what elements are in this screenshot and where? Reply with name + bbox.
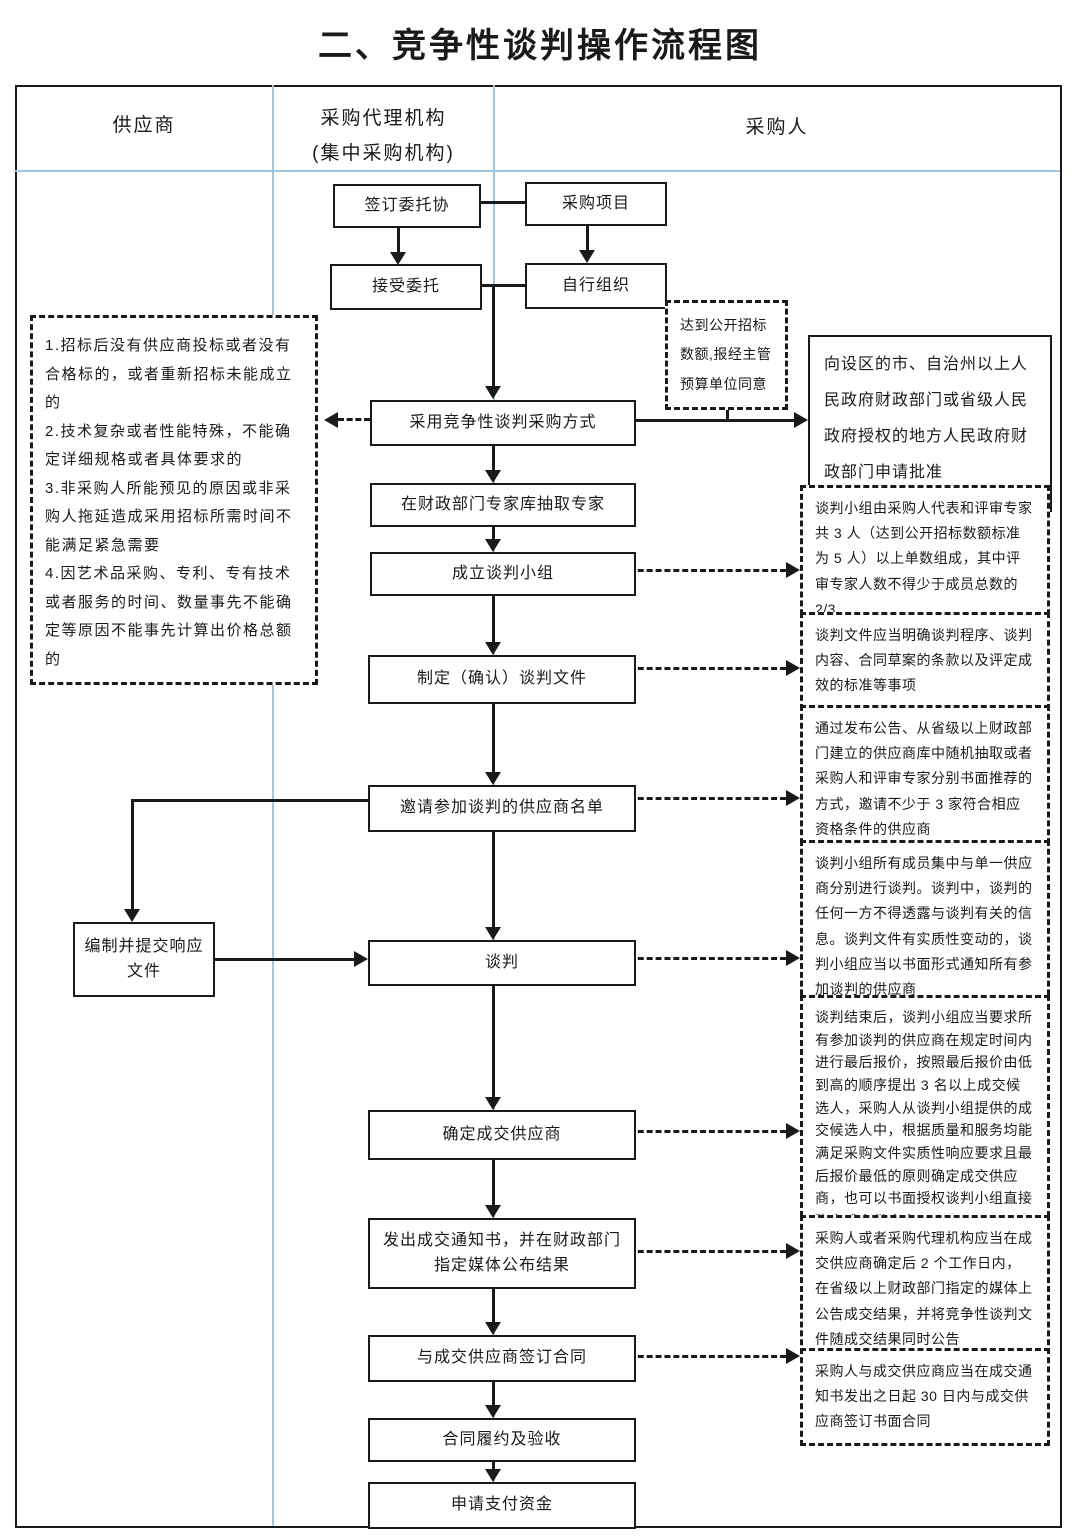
arrowhead-left-icon	[324, 412, 338, 428]
node-formulate-docs: 制定（确认）谈判文件	[368, 655, 636, 704]
arrowhead-down-icon	[485, 1097, 501, 1110]
reason-item-1: 1.招标后没有供应商投标或者没有合格标的，或者重新招标未能成立的	[45, 337, 293, 411]
node-determine-supplier: 确定成交供应商	[368, 1110, 636, 1160]
node-sign-contract: 与成交供应商签订合同	[368, 1335, 636, 1382]
flow-line-accept-self-join	[464, 284, 526, 287]
node-adopt-method: 采用竞争性谈判采购方式	[370, 400, 636, 446]
dashed-line-contract-note	[620, 1355, 786, 1358]
note-team-composition: 谈判小组由采购人代表和评审专家共 3 人（达到公开招标数额标准为 5 人）以上单…	[800, 485, 1050, 633]
column-divider-left	[272, 85, 274, 1526]
arrowhead-down-icon	[485, 927, 501, 940]
note-invitation-method: 通过发布公告、从省级以上财政部门建立的供应商库中随机抽取或者采购人和评审专家分别…	[800, 705, 1050, 853]
flow-line-notice-to-contract	[492, 1287, 495, 1323]
flow-line-docs-to-invite	[492, 702, 495, 774]
note-final-quote-rules: 谈判结束后，谈判小组应当要求所有参加谈判的供应商在规定时间内进行最后报价，按照最…	[800, 995, 1050, 1244]
arrowhead-down-icon	[485, 539, 501, 552]
reason-item-3: 3.非采购人所能预见的原因或非采购人拖延造成采用招标所需时间不能满足紧急需要	[45, 479, 293, 554]
page-title: 二、竞争性谈判操作流程图	[318, 27, 762, 65]
flow-line-adopt-to-experts	[492, 444, 495, 471]
flow-line-contract-to-performance	[492, 1380, 495, 1406]
flow-line-negotiate-to-determine	[492, 984, 495, 1098]
arrowhead-down-icon	[485, 1405, 501, 1418]
arrowhead-down-icon	[485, 470, 501, 483]
flow-line-threshold-drop	[726, 405, 729, 421]
note-doc-requirements: 谈判文件应当明确谈判程序、谈判内容、合同草案的条款以及评定成效的标准等事项	[800, 612, 1050, 710]
flow-line-project-to-self	[586, 226, 589, 252]
note-negotiation-reasons: 1.招标后没有供应商投标或者没有合格标的，或者重新招标未能成立的 2.技术复杂或…	[30, 315, 318, 685]
dashed-line-notice-note	[620, 1250, 786, 1253]
arrowhead-right-icon	[786, 1348, 800, 1364]
arrowhead-down-icon	[485, 1322, 501, 1335]
node-sign-agreement: 签订委托协	[333, 184, 481, 228]
note-contract-deadline: 采购人与成交供应商应当在成交通知书发出之日起 30 日内与成交供应商签订书面合同	[800, 1348, 1050, 1446]
node-issue-notice: 发出成交通知书，并在财政部门指定媒体公布结果	[368, 1218, 636, 1289]
flow-line-invite-to-negotiate	[492, 830, 495, 928]
node-form-team: 成立谈判小组	[370, 552, 636, 596]
arrowhead-down-icon	[485, 772, 501, 785]
arrowhead-down-icon	[390, 252, 406, 265]
column-header-agency-line1: 采购代理机构	[320, 108, 447, 129]
flow-line-down-to-prepare	[131, 799, 134, 909]
node-contract-performance: 合同履约及验收	[368, 1418, 636, 1462]
flow-line-team-to-docs	[492, 594, 495, 644]
flow-line-adopt-to-approval	[620, 419, 794, 422]
arrowhead-right-icon	[786, 950, 800, 966]
node-accept-entrustment: 接受委托	[330, 264, 482, 310]
node-approval-request: 向设区的市、自治州以上人民政府财政部门或省级人民政府授权的地方人民政府财政部门申…	[808, 335, 1052, 512]
node-procurement-project: 采购项目	[525, 182, 667, 226]
flow-line-project-to-sign	[479, 201, 525, 204]
node-invite-suppliers: 邀请参加谈判的供应商名单	[368, 785, 636, 832]
dashed-line-adopt-to-reasons	[338, 418, 370, 421]
arrowhead-right-icon	[786, 1243, 800, 1259]
arrowhead-right-icon	[786, 562, 800, 578]
column-header-agency-line2: (集中采购机构)	[312, 143, 455, 164]
node-prepare-response: 编制并提交响应文件	[73, 922, 215, 997]
reason-item-4: 4.因艺术品采购、专利、专有技术或者服务的时间、数量事先不能确定等原因不能事先计…	[45, 565, 293, 668]
node-self-organize: 自行组织	[525, 263, 667, 309]
note-threshold-condition: 达到公开招标数额,报经主管预算单位同意	[665, 300, 788, 411]
arrowhead-down-icon	[124, 909, 140, 922]
dashed-line-determine-note	[620, 1130, 786, 1133]
arrowhead-right-icon	[786, 790, 800, 806]
arrowhead-right-icon	[786, 1123, 800, 1139]
dashed-line-invite-note	[620, 797, 786, 800]
column-header-purchaser: 采购人	[745, 117, 809, 138]
flow-line-invite-to-left	[131, 799, 368, 802]
arrowhead-right-icon	[786, 660, 800, 676]
arrowhead-down-icon	[485, 386, 501, 399]
arrowhead-down-icon	[485, 642, 501, 655]
arrowhead-down-icon	[485, 1469, 501, 1482]
reason-item-2: 2.技术复杂或者性能特殊，不能确定详细规格或者具体要求的	[45, 422, 292, 469]
node-negotiate: 谈判	[368, 940, 636, 986]
flow-line-performance-to-payment	[492, 1460, 495, 1470]
arrowhead-down-icon	[485, 1205, 501, 1218]
arrowhead-right-icon	[354, 951, 368, 967]
node-extract-experts: 在财政部门专家库抽取专家	[370, 483, 636, 527]
arrowhead-right-icon	[794, 412, 808, 428]
flow-line-sign-to-accept	[397, 228, 400, 254]
column-header-supplier: 供应商	[112, 115, 176, 136]
dashed-line-docs-note	[620, 667, 786, 670]
flow-line-experts-to-team	[492, 525, 495, 540]
note-announcement-rules: 采购人或者采购代理机构应当在成交供应商确定后 2 个工作日内，在省级以上财政部门…	[800, 1215, 1050, 1363]
note-negotiation-rules: 谈判小组所有成员集中与单一供应商分别进行谈判。谈判中，谈判的任何一方不得透露与谈…	[800, 840, 1050, 1014]
flow-line-prepare-to-negotiate	[199, 958, 354, 961]
header-divider	[15, 170, 1060, 172]
node-apply-payment: 申请支付资金	[368, 1482, 636, 1529]
dashed-line-team-note	[620, 569, 786, 572]
flow-line-determine-to-notice	[492, 1158, 495, 1206]
dashed-line-negotiate-note	[620, 957, 786, 960]
flow-line-join-to-adopt	[492, 284, 495, 387]
arrowhead-down-icon	[579, 250, 595, 263]
